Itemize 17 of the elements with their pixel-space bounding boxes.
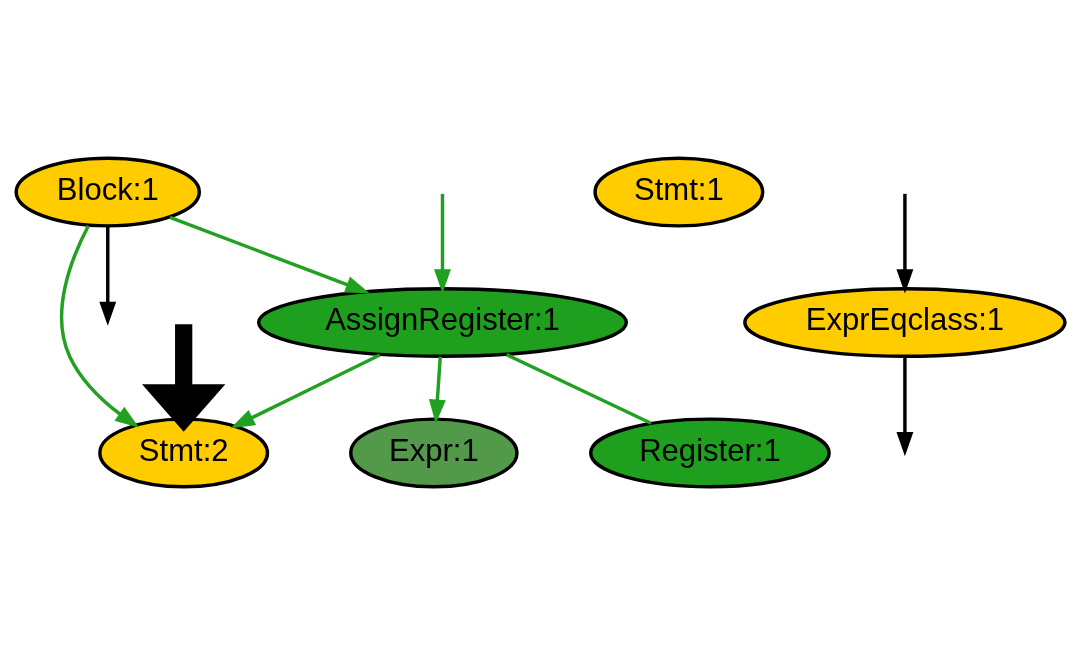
connector [505,353,652,425]
node-ellipse: Stmt:2 [98,417,270,489]
node-ellipse: Stmt:1 [593,156,765,228]
arrow [169,215,370,294]
arrow [428,356,446,424]
arrow [142,324,226,432]
node-ellipse: Register:1 [589,417,831,489]
arrow [99,226,117,326]
arrow [60,224,140,428]
node-ellipse: Block:1 [14,156,202,228]
node-ellipse: Expr:1 [349,417,519,489]
node-ellipse: AssignRegister:1 [256,286,629,359]
arrow [896,193,914,294]
arrow [434,193,451,294]
arrow [230,353,381,429]
node-ellipse: ExprEqclass:1 [743,286,1067,359]
arrow [896,356,914,457]
